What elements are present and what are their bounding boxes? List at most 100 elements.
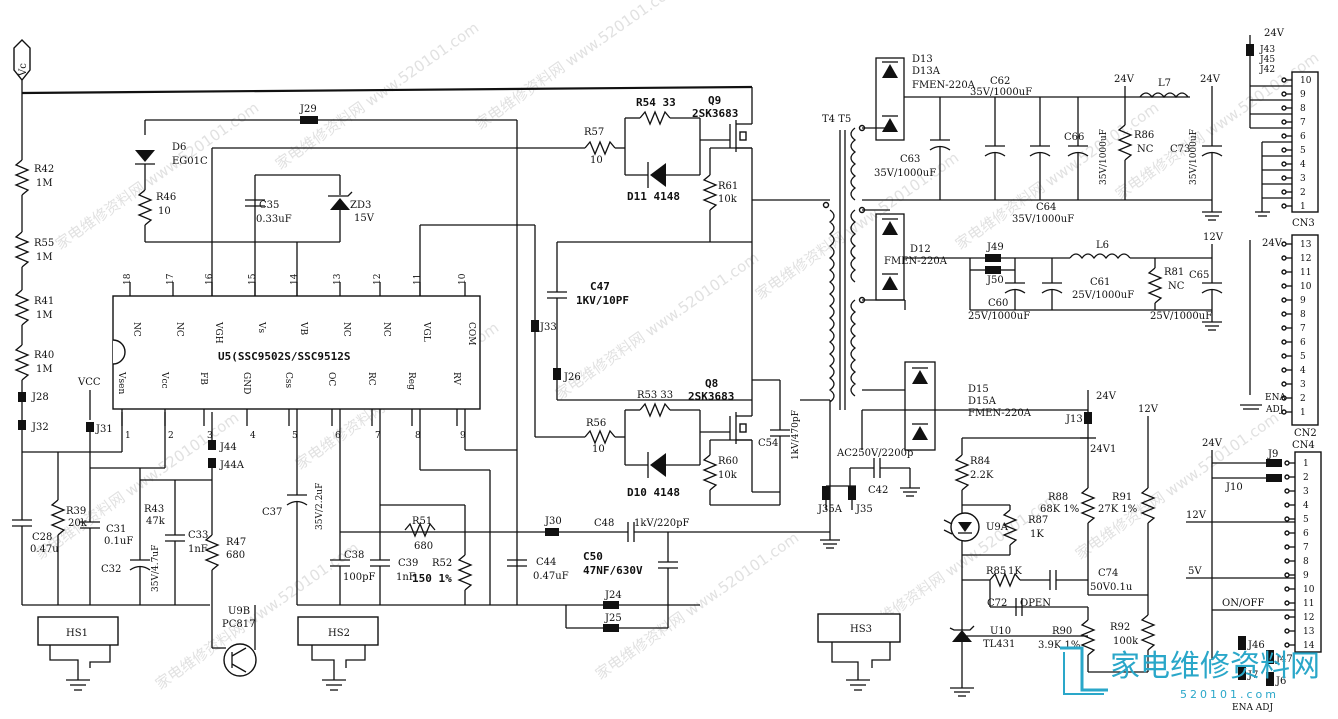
d13-label: D13 — [912, 54, 933, 65]
c66-value: 35V/1000uF — [1099, 129, 1109, 185]
r92-label: R92 — [1110, 622, 1130, 633]
connector-pin-number: 6 — [1300, 338, 1306, 348]
connector-pin-number: 9 — [1300, 90, 1306, 100]
c37-value: 35V/2.2uF — [315, 483, 325, 530]
connector-pin — [1284, 600, 1290, 606]
u10-label: U10 — [990, 626, 1011, 637]
resistor-r91: R91 27K 1% — [1098, 487, 1156, 595]
resistor-r61: R61 10k — [702, 174, 738, 242]
vc-label: Vc — [18, 63, 29, 77]
connector-pin-number: 8 — [1300, 104, 1306, 114]
diode-d10: D10 4148 — [627, 452, 700, 499]
inductor-l7: L7 — [1139, 78, 1189, 99]
l6-label: L6 — [1096, 240, 1109, 251]
connector-pin-number: 3 — [1300, 174, 1306, 184]
c32-label: C32 — [101, 564, 121, 575]
watermark: 家电维修资料网 www.520101.com — [472, 0, 682, 133]
connector-pin — [1281, 189, 1287, 195]
r39-label: R39 — [66, 506, 86, 517]
connector-pin-number: 7 — [1300, 324, 1306, 334]
jumper-j26 — [553, 368, 561, 380]
c54-label: C54 — [758, 438, 778, 449]
j28-label: J28 — [31, 392, 49, 403]
r42-value: 1M — [36, 178, 53, 189]
r53-label: R53 33 — [637, 390, 673, 401]
r46-label: R46 — [156, 192, 176, 203]
r39-value: 20k — [68, 518, 88, 529]
site-logo: 家电维修资料网 520101.com — [1060, 646, 1320, 701]
u9a-label: U9A — [986, 522, 1009, 533]
resistor-r43: R43 47k — [140, 479, 170, 527]
jumper-j13 — [1084, 412, 1092, 424]
connector-pin-number: 12 — [1303, 613, 1314, 623]
capacitor-c48: C48 1kV/220pF — [594, 518, 830, 542]
jumper-j29 — [300, 116, 318, 124]
connector-pin-number: 10 — [1300, 282, 1312, 292]
connector-pin-number: 1 — [1300, 408, 1306, 418]
jumper-j44a — [208, 458, 216, 468]
watermark: 家电维修资料网 www.520101.com — [152, 539, 362, 694]
ic-pin-name: COM — [466, 322, 476, 345]
r90-label: R90 — [1052, 626, 1072, 637]
j47-label: J47 — [1275, 654, 1293, 665]
jumper-j6 — [1266, 672, 1274, 686]
c28-label: C28 — [32, 532, 52, 543]
connector-pin — [1281, 283, 1287, 289]
jumper-j25 — [603, 624, 619, 632]
j50-label: J50 — [986, 275, 1004, 286]
d12-label: D12 — [910, 244, 931, 255]
jumper-j9 — [1266, 459, 1282, 467]
jumper-j33 — [531, 320, 539, 332]
v24g-label: 24V — [1202, 438, 1223, 449]
v24a-label: 24V — [1114, 74, 1135, 85]
resistor-r86: R86 NC — [1117, 124, 1154, 200]
ic-pin-number: 17 — [166, 273, 176, 285]
connector-pin — [1284, 628, 1290, 634]
connector-pin-number: 6 — [1300, 132, 1306, 142]
j13-label: J13 — [1065, 414, 1083, 425]
connector-pin-number: 2 — [1300, 394, 1306, 404]
resistor-r88: R88 68K 1% — [1040, 487, 1096, 595]
connector-pin-number: 2 — [1303, 473, 1309, 483]
ic-pin-name: Reg — [406, 372, 416, 390]
vcc-label: VCC — [77, 377, 101, 388]
ena-label: ENA — [1265, 393, 1286, 403]
r60-label: R60 — [718, 456, 738, 467]
shunt-regulator-u10: U10 TL431 — [949, 625, 1015, 680]
q9-label: Q9 — [708, 94, 721, 107]
connector-pin — [1281, 353, 1287, 359]
c64-label: C64 — [1036, 202, 1056, 213]
c73-label: C73 — [1170, 144, 1190, 155]
connector-pin-number: 10 — [1300, 76, 1312, 86]
capacitor-c50: C50 47NF/630V — [583, 550, 678, 605]
connector-pin-number: 13 — [1300, 240, 1312, 250]
watermark: 家电维修资料网 www.520101.com — [592, 529, 802, 684]
c35-value: 0.33uF — [256, 214, 292, 225]
r57-value: 10 — [590, 155, 603, 166]
d15-label: D15 — [968, 384, 989, 395]
v12a-label: 12V — [1203, 232, 1224, 243]
d6-label: D6 — [172, 142, 186, 153]
c60-label: C60 — [988, 298, 1008, 309]
r54-label: R54 33 — [636, 96, 676, 109]
j29-label: J29 — [299, 104, 317, 115]
c39-label: C39 — [398, 558, 418, 569]
r41-label: R41 — [34, 296, 54, 307]
jumper-j43 — [1246, 44, 1254, 56]
c44-value: 0.47uF — [533, 571, 569, 582]
cn2-label: CN2 — [1294, 428, 1317, 439]
r43-label: R43 — [144, 504, 164, 515]
connector-pin-number: 12 — [1300, 254, 1311, 264]
v24top-label: 24V — [1264, 28, 1285, 39]
r41-value: 1M — [36, 310, 53, 321]
resistor-r41: R41 1M — [14, 289, 54, 326]
c47-value: 1KV/10PF — [576, 294, 629, 307]
ic-pins: 18NC17NC16VGH15Vs14VB13NC12NC11VGL10COM1… — [116, 273, 476, 441]
r51-value: 680 — [414, 541, 433, 552]
ic-pin-name: RC — [366, 372, 376, 386]
ic-pin-number: 14 — [290, 273, 300, 285]
connector-pin — [1281, 119, 1287, 125]
connector-pin-number: 11 — [1300, 268, 1311, 278]
d15a-label: D15A — [968, 396, 997, 407]
c37-label: C37 — [262, 507, 282, 518]
